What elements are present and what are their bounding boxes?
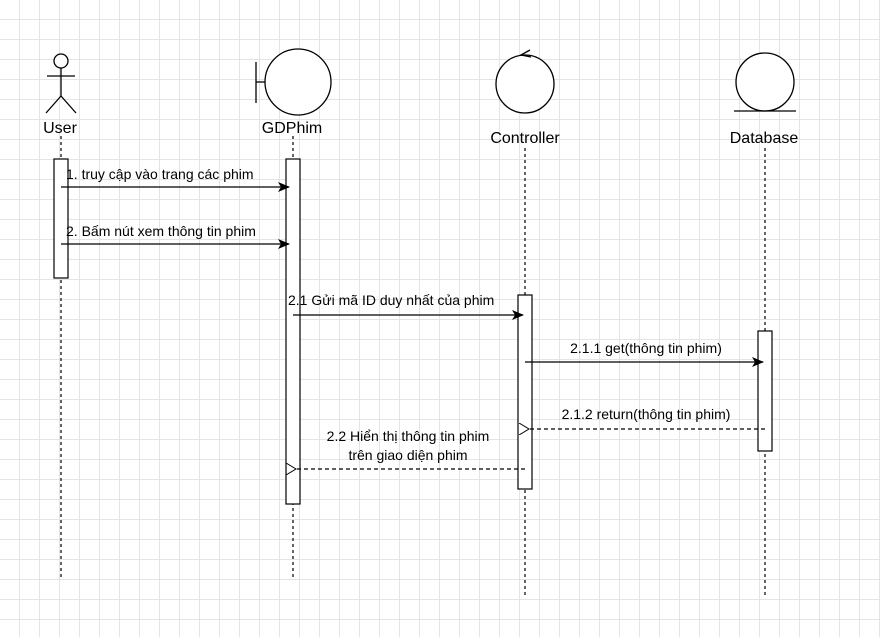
user-label: User bbox=[43, 120, 77, 137]
control-icon bbox=[495, 49, 555, 114]
activation-controller bbox=[517, 294, 533, 490]
message-2-label: 2. Bấm nút xem thông tin phim bbox=[66, 223, 256, 239]
message-2-1-1-label: 2.1.1 get(thông tin phim) bbox=[570, 340, 722, 356]
message-2-1-2-label: 2.1.2 return(thông tin phim) bbox=[562, 406, 731, 422]
user-actor-icon bbox=[45, 53, 77, 114]
activation-database bbox=[757, 330, 773, 452]
boundary-icon bbox=[255, 48, 332, 116]
gdphim-label: GDPhim bbox=[262, 120, 322, 137]
message-1-label: 1. truy cập vào trang các phim bbox=[66, 166, 254, 182]
controller-label: Controller bbox=[490, 130, 560, 147]
activation-user bbox=[53, 158, 69, 279]
message-2-1-label: 2.1 Gửi mã ID duy nhất của phim bbox=[288, 292, 494, 308]
message-2-2-label-line2: trên giao diện phim bbox=[348, 447, 467, 463]
entity-icon bbox=[734, 52, 796, 112]
activation-gdphim bbox=[285, 158, 301, 505]
lifelines bbox=[60, 136, 766, 595]
message-2-2-label-line1: 2.2 Hiển thị thông tin phim bbox=[327, 428, 490, 444]
database-label: Database bbox=[730, 130, 799, 147]
